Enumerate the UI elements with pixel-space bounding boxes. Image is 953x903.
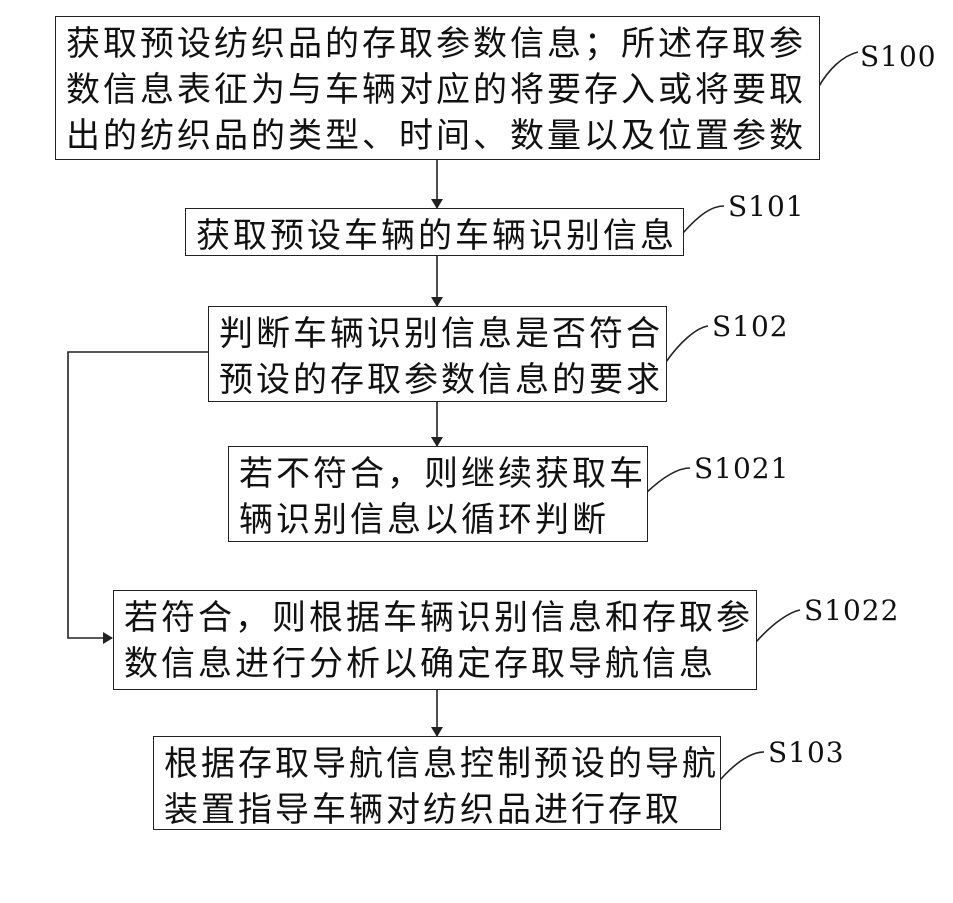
step-s100-line-2: 数信息表征为与车辆对应的将要存入或将要取 (66, 67, 811, 113)
leader-s1022 (756, 610, 800, 642)
step-s1022-label: S1022 (804, 594, 899, 627)
step-s103-line-1: 根据存取导航信息控制预设的导航 (164, 741, 712, 787)
step-s1021-box: 若不符合，则继续获取车 辆识别信息以循环判断 (228, 446, 648, 542)
step-s101-box: 获取预设车辆的车辆识别信息 (185, 208, 684, 256)
leader-s102 (666, 326, 708, 362)
step-s100-box: 获取预设纺织品的存取参数信息；所述存取参 数信息表征为与车辆对应的将要存入或将要… (55, 16, 820, 160)
step-s102-label: S102 (712, 310, 789, 343)
leader-s1021 (646, 468, 690, 493)
leader-s103 (720, 752, 764, 780)
step-s101-label: S101 (728, 190, 805, 223)
step-s1021-line-1: 若不符合，则继续获取车 (239, 451, 639, 497)
step-s102-line-1: 判断车辆识别信息是否符合 (219, 311, 658, 357)
step-s103-label: S103 (768, 736, 845, 769)
step-s102-line-2: 预设的存取参数信息的要求 (219, 357, 658, 402)
step-s101-line-1: 获取预设车辆的车辆识别信息 (196, 213, 675, 256)
step-s1022-line-1: 若符合，则根据车辆识别信息和存取参 (124, 595, 748, 641)
step-s1022-box: 若符合，则根据车辆识别信息和存取参 数信息进行分析以确定存取导航信息 (113, 590, 757, 690)
leader-s101 (683, 206, 724, 233)
leader-s100 (818, 52, 858, 88)
step-s1022-line-2: 数信息进行分析以确定存取导航信息 (124, 641, 748, 687)
step-s102-box: 判断车辆识别信息是否符合 预设的存取参数信息的要求 (208, 306, 667, 402)
step-s100-line-1: 获取预设纺织品的存取参数信息；所述存取参 (66, 21, 811, 67)
step-s103-box: 根据存取导航信息控制预设的导航 装置指导车辆对纺织品进行存取 (153, 736, 721, 830)
step-s1021-label: S1021 (694, 452, 789, 485)
step-s100-line-3: 出的纺织品的类型、时间、数量以及位置参数 (66, 113, 811, 159)
step-s100-label: S100 (860, 40, 937, 73)
step-s103-line-2: 装置指导车辆对纺织品进行存取 (164, 787, 712, 830)
step-s1021-line-2: 辆识别信息以循环判断 (239, 497, 639, 542)
